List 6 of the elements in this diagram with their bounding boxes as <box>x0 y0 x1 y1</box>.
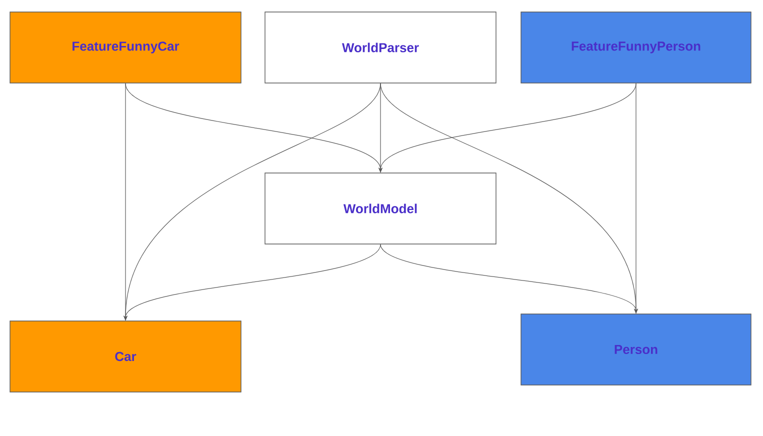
class-box: WorldModel <box>264 172 496 244</box>
class-box: WorldParser <box>264 12 496 84</box>
class-box: Person <box>520 314 752 386</box>
class-box: FeatureFunnyCar <box>10 12 242 84</box>
class-box: FeatureFunnyPerson <box>520 12 752 84</box>
class-box: Car <box>10 320 242 392</box>
